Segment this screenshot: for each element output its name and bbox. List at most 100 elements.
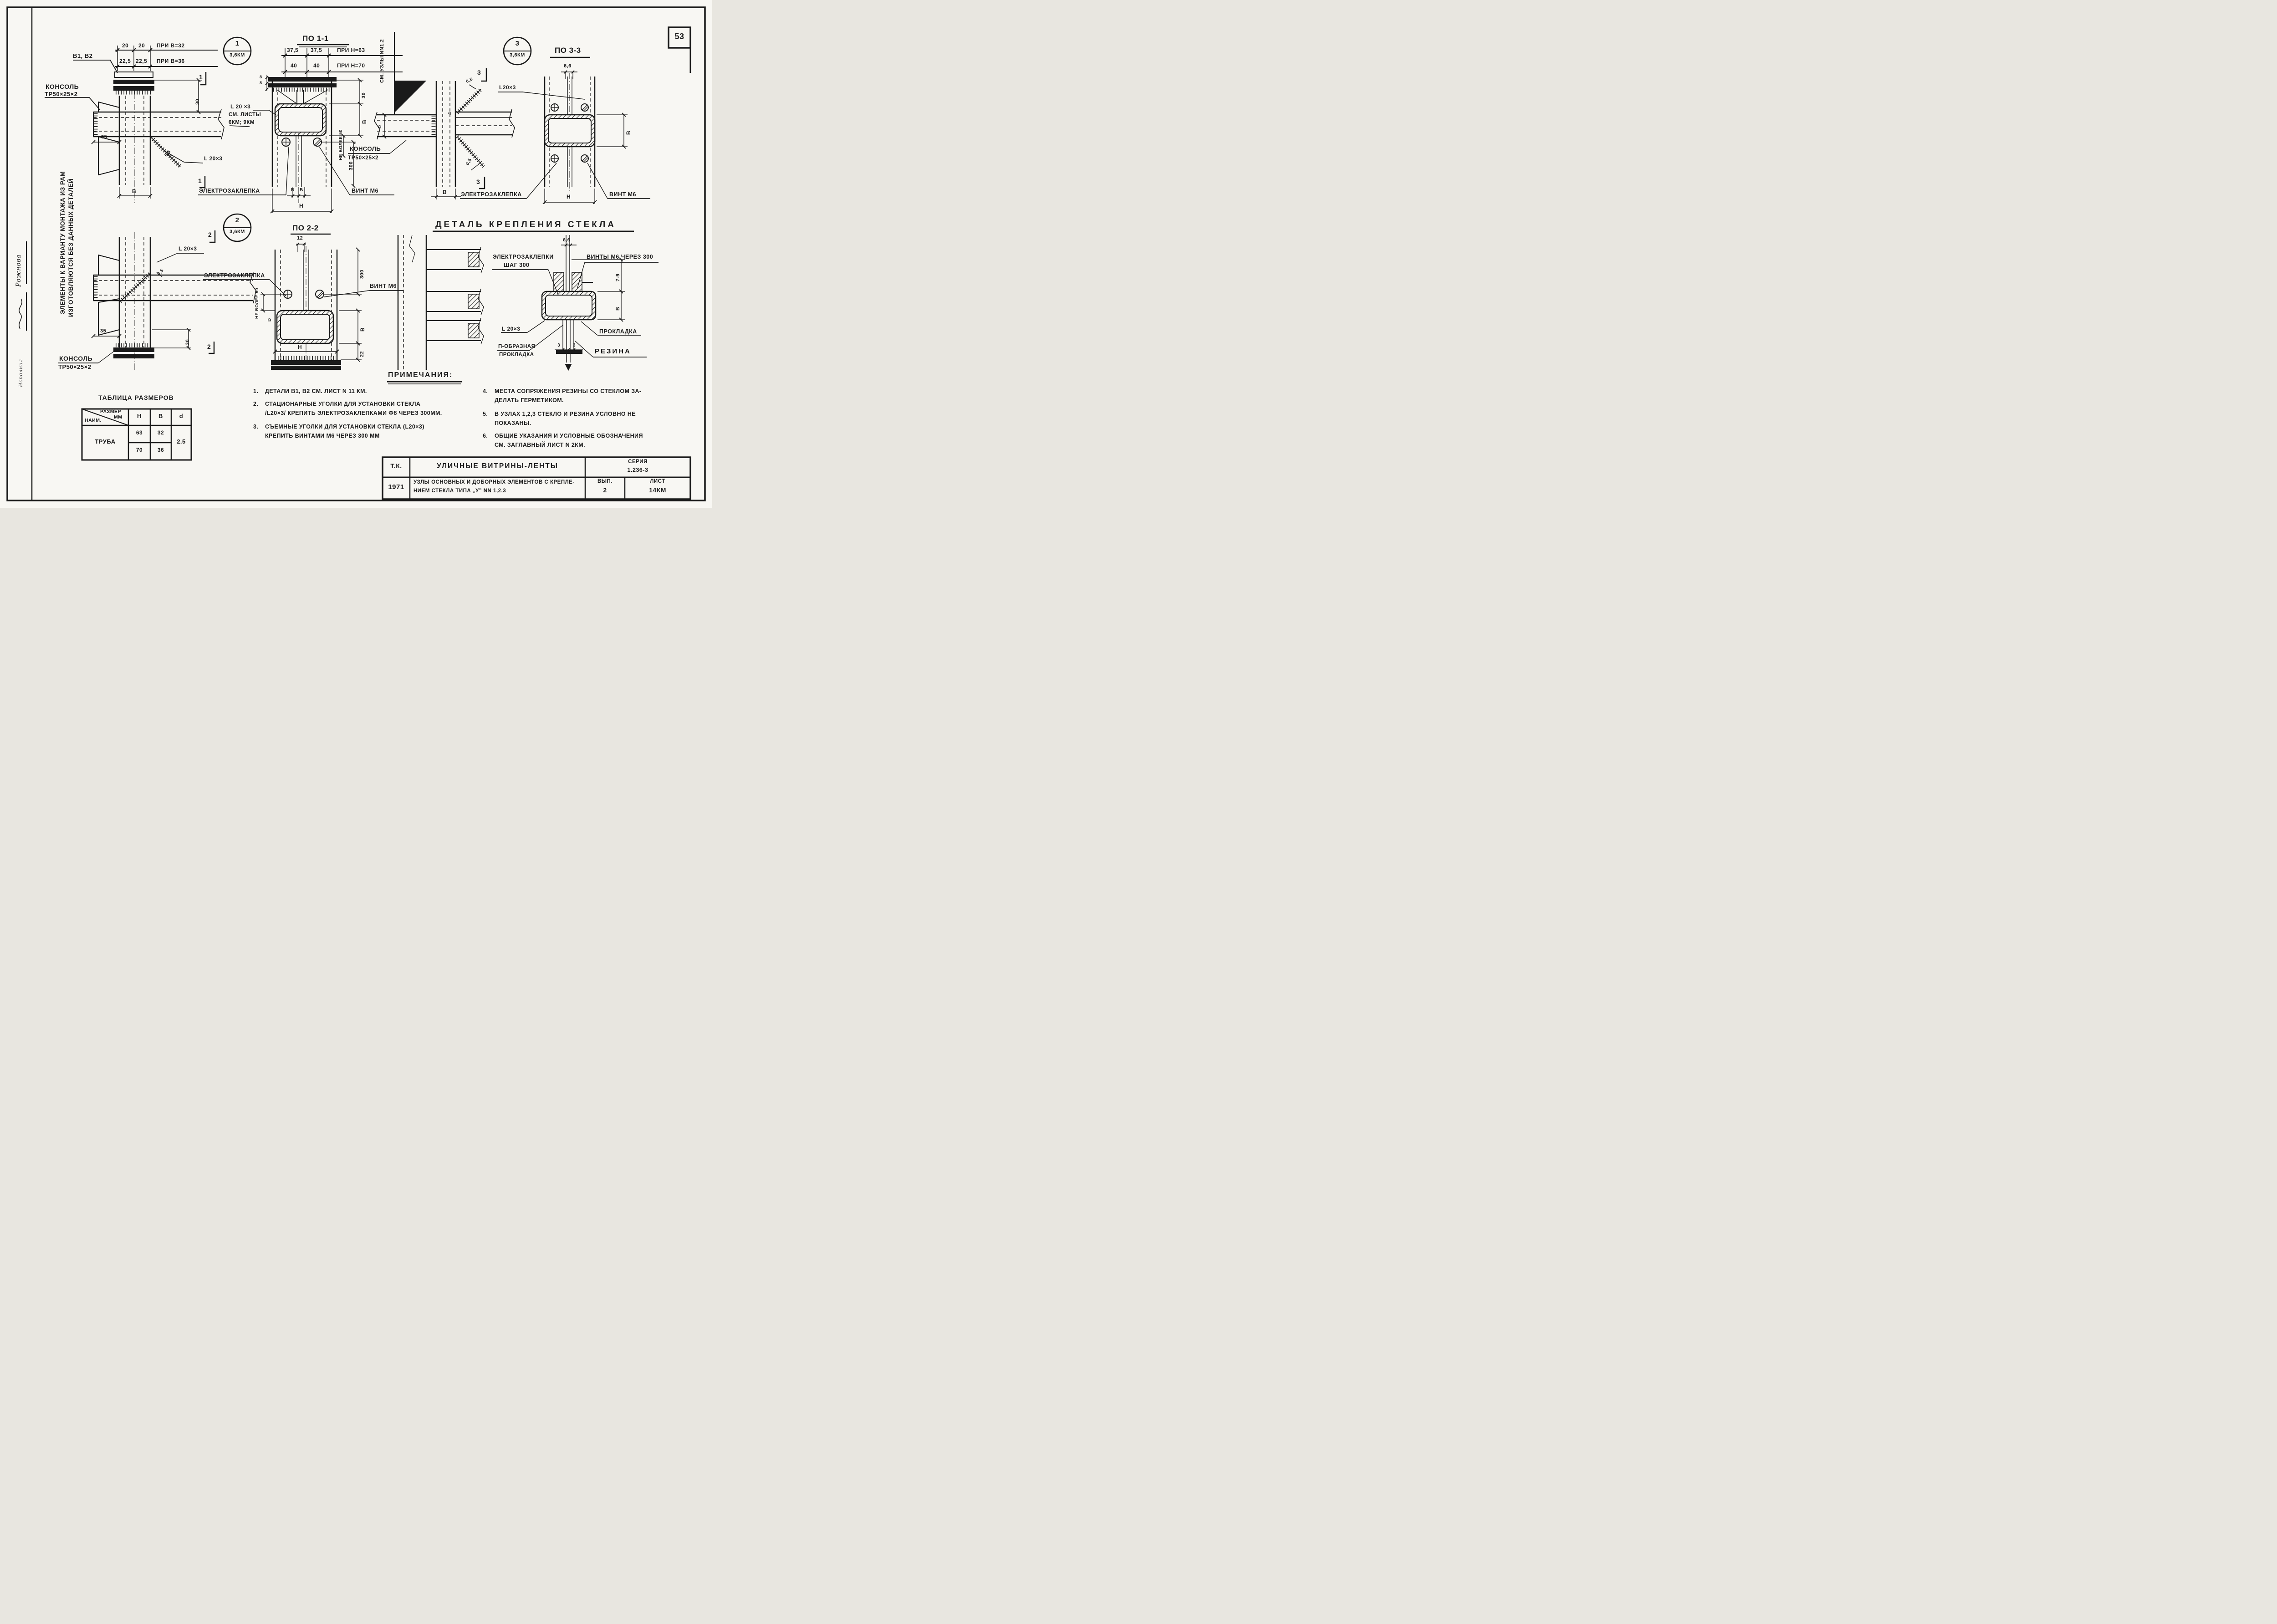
note-number: 6. (483, 433, 488, 439)
node3-console-size: ТР50×25×2 (348, 154, 379, 161)
note-number: 3. (253, 424, 259, 430)
note-number: 5. (483, 411, 488, 417)
sec33-dim-b: В (625, 130, 632, 135)
node1-dim: 22,5 (136, 58, 148, 64)
note-3: 3. Съемные уголки для установки стекла (… (253, 424, 479, 442)
node1-dim: 20 (138, 42, 145, 49)
node3-dim-b: В (443, 189, 447, 195)
note-6: 6. Общие указания и условные обозначения… (483, 433, 686, 451)
notes-title: Примечания: (388, 371, 453, 379)
sec11-dim-nb50: не более 50 (338, 129, 343, 160)
node1-console-label: Консоль (46, 83, 79, 90)
node1-dim: 20 (122, 42, 129, 49)
titleblock-subtitle2: нием стекла типа „У” NN 1,2,3 (414, 488, 506, 494)
node2-badge-num: 2 (235, 216, 240, 224)
sec11-dim-cond: при Н=70 (337, 62, 365, 69)
titleblock-org: Т.К. (390, 462, 402, 470)
sec11-dim: 37,5 (287, 47, 299, 53)
node1-dim: 22,5 (119, 58, 131, 64)
detail-u-gasket-label2: прокладка (499, 352, 534, 357)
sec22-dim-300: 300 (359, 270, 365, 279)
detail-gasket-label: Прокладка (599, 328, 637, 335)
note-line: Стационарные уголки для установки стекла (265, 401, 421, 407)
node2-console-label: Консоль (59, 355, 93, 362)
size-table-col-d: d (179, 413, 184, 419)
node1-dim-30: 30 (195, 98, 200, 105)
size-table-h2: 70 (136, 447, 143, 453)
node1-dim-b: В (132, 188, 137, 194)
titleblock-series: 1.236-3 (627, 467, 648, 473)
margin-name: Рожнова (15, 254, 22, 287)
size-table-corner-bottom: Наим. (85, 418, 102, 423)
node1-dim-cond: при В=36 (157, 58, 185, 64)
margin-role: Исполнил (18, 359, 24, 387)
note-line: /L20×3/ крепить электрозаклепками Ф8 чер… (265, 410, 442, 416)
sec22-dim-22: 22 (359, 351, 365, 357)
node2-badge-sheet: 3,6КМ (230, 229, 245, 235)
side-note-line2: изготовляются без данных деталей (67, 178, 74, 317)
note-line: см. заглавный лист N 2КМ. (495, 442, 585, 448)
size-table-corner-top2: мм (114, 414, 123, 420)
sec11-dim-h: Н (299, 203, 304, 209)
note-line: В узлах 1,2,3 стекло и резина условно не (495, 411, 636, 417)
size-table-title: Таблица размеров (98, 394, 174, 401)
size-table-b1: 32 (157, 429, 164, 436)
node3-weld-4: 4 (448, 112, 453, 115)
sec33-dim-66: 6,6 (564, 63, 572, 69)
sec11-dim-b-small: Б (300, 188, 303, 193)
sec22-dim-12: 12 (297, 235, 303, 241)
titleblock-issue: 2 (603, 486, 607, 494)
note-line: Общие указания и условные обозначения (495, 433, 643, 439)
node3-see-note: См. узлы NN1.2 (379, 39, 385, 83)
node2-section-mark: 2 (208, 231, 212, 238)
node3-console-label: Консоль (350, 145, 381, 152)
titleblock-sheet-label: лист (650, 479, 665, 484)
side-note-line1: Элементы к варианту монтажа из рам (59, 171, 66, 314)
drawing-linework (6, 6, 706, 501)
sec11-dim-300: 300 (348, 161, 354, 170)
note-line: Места сопряжения резины со стеклом за- (495, 388, 642, 394)
note-1: 1. Детали В1, В2 см. лист N 11 КМ. (253, 388, 479, 397)
note-number: 1. (253, 388, 259, 394)
size-table-corner-top: Размер (100, 409, 121, 414)
drawing-sheet: 53 Рожнова Исполнил Элементы к варианту … (0, 0, 712, 508)
note-line: показаны. (495, 420, 531, 426)
titleblock-year: 1971 (388, 483, 404, 491)
sec22-title: По 2-2 (292, 224, 319, 232)
node1-section-mark: 1 (199, 73, 203, 81)
sec11-dim: 40 (313, 62, 320, 69)
sec22-dim-d: d (267, 318, 272, 322)
node2-section-mark: 2 (207, 343, 211, 350)
detail-rivets-label2: шаг 300 (504, 262, 530, 268)
sec11-badge-num: 1 (235, 40, 240, 47)
sec11-angle-note: См. листы (229, 112, 261, 117)
detail-dim-3: 3 (557, 343, 561, 348)
sec11-screw-label: Винт М6 (352, 188, 379, 194)
detail-dim-66: 6,6 (563, 237, 571, 243)
sec33-dim-h: Н (567, 194, 571, 200)
node3-dim-d: d (378, 125, 383, 128)
section-3-3-drawing (460, 36, 650, 204)
sec11-angle-note: 6КМ; 9КМ (229, 120, 255, 125)
sec22-dim-nb50: не более 50 (255, 288, 260, 319)
sec11-dim-b: В (361, 119, 368, 124)
sec33-screw-label: Винт М6 (609, 191, 637, 198)
size-table-b2: 36 (157, 447, 164, 453)
sec11-angle-note: L 20 ×3 (230, 103, 251, 110)
title-block-grid (382, 456, 691, 500)
sec11-dim-8: 8 (260, 75, 262, 79)
node2-rivet-label: Электрозаклепка (204, 272, 265, 279)
node1-console-size: ТР50×25×2 (45, 91, 78, 97)
node2-dim-35: 35 (100, 328, 107, 334)
note-line: крепить винтами М6 через 300 мм (265, 433, 380, 439)
sec11-dim-b-small: Б (291, 188, 295, 193)
sec33-rivet-label: Электрозаклепка (461, 191, 522, 198)
node2-console-size: ТР50×25×2 (58, 363, 92, 370)
node1-dim-cond: при В=32 (157, 42, 185, 49)
detail-dim-b: В (615, 306, 621, 311)
sec22-dim-b: В (359, 327, 366, 332)
sec11-rivet-label: Электрозаклепка (199, 188, 260, 194)
detail-title: Деталь крепления стекла (435, 220, 616, 230)
node1-drawing (45, 46, 225, 203)
detail-rubber-label: Резина (595, 347, 631, 355)
